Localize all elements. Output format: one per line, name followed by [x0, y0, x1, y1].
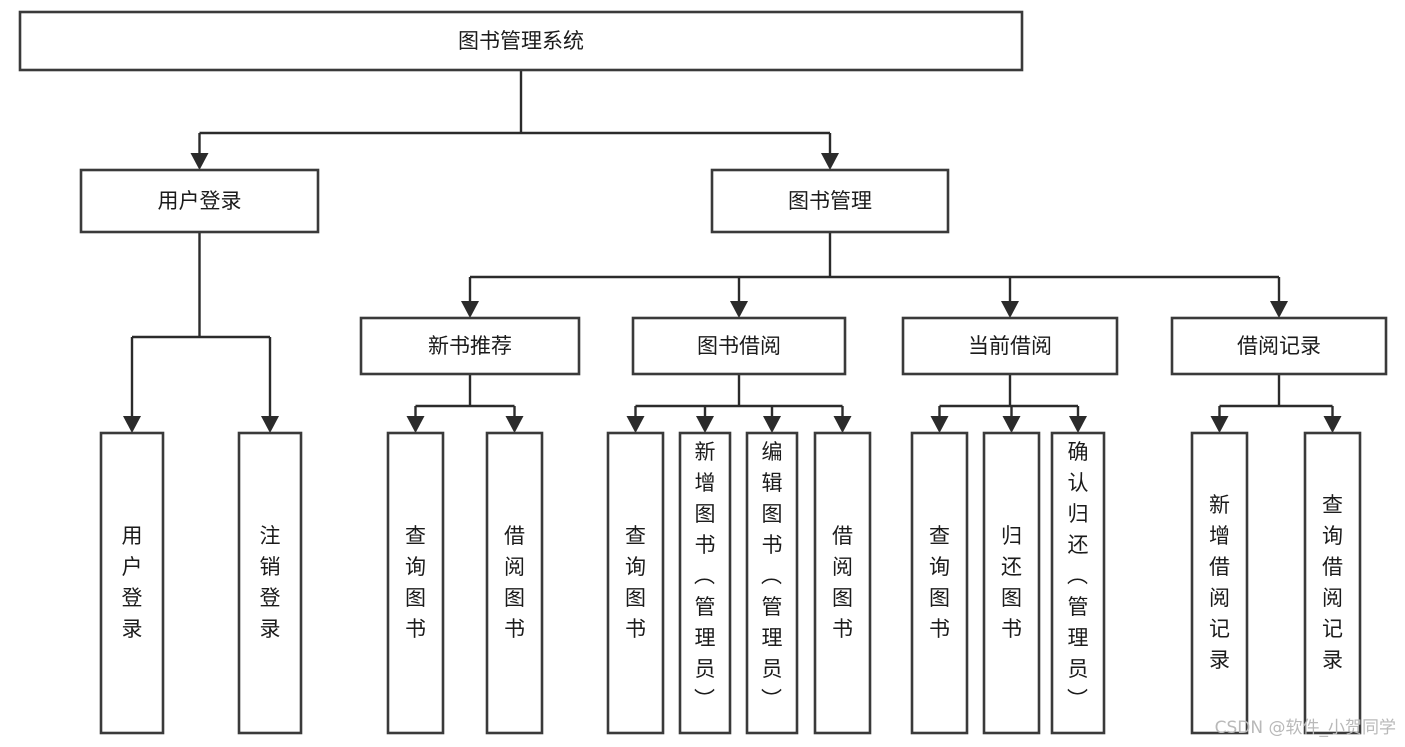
arrow-head-icon [763, 416, 781, 433]
root-system-box[interactable] [18, 10, 1024, 72]
leaf-query-book-2-box[interactable] [606, 431, 665, 735]
user-login[interactable]: 用户登录 [79, 168, 320, 234]
borrow-record[interactable]: 借阅记录 [1170, 316, 1388, 376]
leaf-add-book-box[interactable] [678, 431, 732, 735]
leaf-add-record[interactable]: 新增借阅记录 [1190, 431, 1249, 735]
current-borrow-label: 当前借阅 [968, 334, 1052, 358]
arrow-head-icon [461, 301, 479, 318]
leaf-borrow-book-2-label: 借阅图书 [832, 524, 853, 641]
connector-group-new-book-recommend [406, 374, 524, 433]
connector-group-user-login [123, 232, 279, 433]
book-manage[interactable]: 图书管理 [710, 168, 950, 234]
connector-group-root [190, 70, 839, 170]
current-borrow[interactable]: 当前借阅 [901, 316, 1119, 376]
arrow-head-icon [123, 416, 141, 433]
leaf-user-login[interactable]: 用户登录 [99, 431, 165, 735]
csdn-watermark: CSDN @软件_小贺同学 [1215, 718, 1396, 738]
leaf-user-login-label: 用户登录 [122, 524, 143, 641]
book-borrow[interactable]: 图书借阅 [631, 316, 847, 376]
arrow-head-icon [1002, 416, 1021, 433]
arrow-head-icon [1210, 416, 1229, 433]
leaf-add-record-box[interactable] [1190, 431, 1249, 735]
borrow-record-box[interactable] [1170, 316, 1388, 376]
user-login-label: 用户登录 [158, 189, 242, 213]
arrow-head-icon [833, 416, 852, 433]
connector-group-book-borrow [626, 374, 852, 433]
root-system-label: 图书管理系统 [458, 29, 584, 53]
leaf-add-book[interactable]: 新增图书（管理员） [678, 431, 732, 735]
leaf-edit-book-label: 编辑图书（管理员） [761, 440, 783, 712]
leaf-confirm-return[interactable]: 确认归还（管理员） [1050, 431, 1106, 735]
arrow-head-icon [261, 416, 279, 433]
connector-layer [123, 70, 1342, 433]
leaf-logout[interactable]: 注销登录 [237, 431, 303, 735]
leaf-borrow-book-2-box[interactable] [813, 431, 872, 735]
leaf-logout-label: 注销登录 [260, 524, 281, 641]
arrow-head-icon [1323, 416, 1342, 433]
leaf-query-book-1[interactable]: 查询图书 [386, 431, 445, 735]
new-book-recommend[interactable]: 新书推荐 [359, 316, 581, 376]
book-manage-box[interactable] [710, 168, 950, 234]
leaf-query-book-3-label: 查询图书 [929, 524, 950, 641]
book-borrow-box[interactable] [631, 316, 847, 376]
leaf-add-book-label: 新增图书（管理员） [694, 440, 716, 712]
book-manage-label: 图书管理 [788, 189, 872, 213]
arrow-head-icon [821, 153, 839, 170]
arrow-head-icon [190, 153, 209, 170]
arrow-head-icon [730, 301, 748, 318]
arrow-head-icon [505, 416, 524, 433]
leaf-query-book-1-label: 查询图书 [405, 524, 426, 641]
arrow-head-icon [1069, 416, 1087, 433]
leaf-query-record-label: 查询借阅记录 [1322, 493, 1343, 672]
connector-group-book-manage [461, 232, 1288, 318]
leaf-borrow-book-1-label: 借阅图书 [504, 524, 525, 641]
leaf-edit-book[interactable]: 编辑图书（管理员） [745, 431, 799, 735]
leaf-query-record[interactable]: 查询借阅记录 [1303, 431, 1362, 735]
current-borrow-box[interactable] [901, 316, 1119, 376]
leaf-borrow-book-2[interactable]: 借阅图书 [813, 431, 872, 735]
leaf-logout-box[interactable] [237, 431, 303, 735]
leaf-query-book-1-box[interactable] [386, 431, 445, 735]
arrow-head-icon [406, 416, 425, 433]
leaf-user-login-box[interactable] [99, 431, 165, 735]
leaf-query-record-box[interactable] [1303, 431, 1362, 735]
connector-group-current-borrow [930, 374, 1087, 433]
leaf-query-book-2[interactable]: 查询图书 [606, 431, 665, 735]
leaf-add-record-label: 新增借阅记录 [1209, 493, 1230, 672]
leaf-confirm-return-label: 确认归还（管理员） [1067, 440, 1089, 712]
leaf-borrow-book-1-box[interactable] [485, 431, 544, 735]
connector-group-borrow-record [1210, 374, 1342, 433]
leaf-borrow-book-1[interactable]: 借阅图书 [485, 431, 544, 735]
arrow-head-icon [1270, 301, 1288, 318]
root-system[interactable]: 图书管理系统 [18, 10, 1024, 72]
user-login-box[interactable] [79, 168, 320, 234]
node-layer: 图书管理系统用户登录图书管理新书推荐图书借阅当前借阅借阅记录用户登录注销登录查询… [18, 10, 1388, 735]
new-book-recommend-box[interactable] [359, 316, 581, 376]
leaf-return-book-label: 归还图书 [1001, 524, 1022, 641]
leaf-confirm-return-box[interactable] [1050, 431, 1106, 735]
arrow-head-icon [930, 416, 949, 433]
arrow-head-icon [1001, 301, 1019, 318]
leaf-query-book-3-box[interactable] [910, 431, 969, 735]
leaf-edit-book-box[interactable] [745, 431, 799, 735]
leaf-return-book-box[interactable] [982, 431, 1041, 735]
arrow-head-icon [626, 416, 645, 433]
new-book-recommend-label: 新书推荐 [428, 334, 512, 358]
leaf-query-book-3[interactable]: 查询图书 [910, 431, 969, 735]
leaf-query-book-2-label: 查询图书 [625, 524, 646, 641]
book-borrow-label: 图书借阅 [697, 334, 781, 358]
leaf-return-book[interactable]: 归还图书 [982, 431, 1041, 735]
borrow-record-label: 借阅记录 [1237, 334, 1321, 358]
arrow-head-icon [696, 416, 714, 433]
